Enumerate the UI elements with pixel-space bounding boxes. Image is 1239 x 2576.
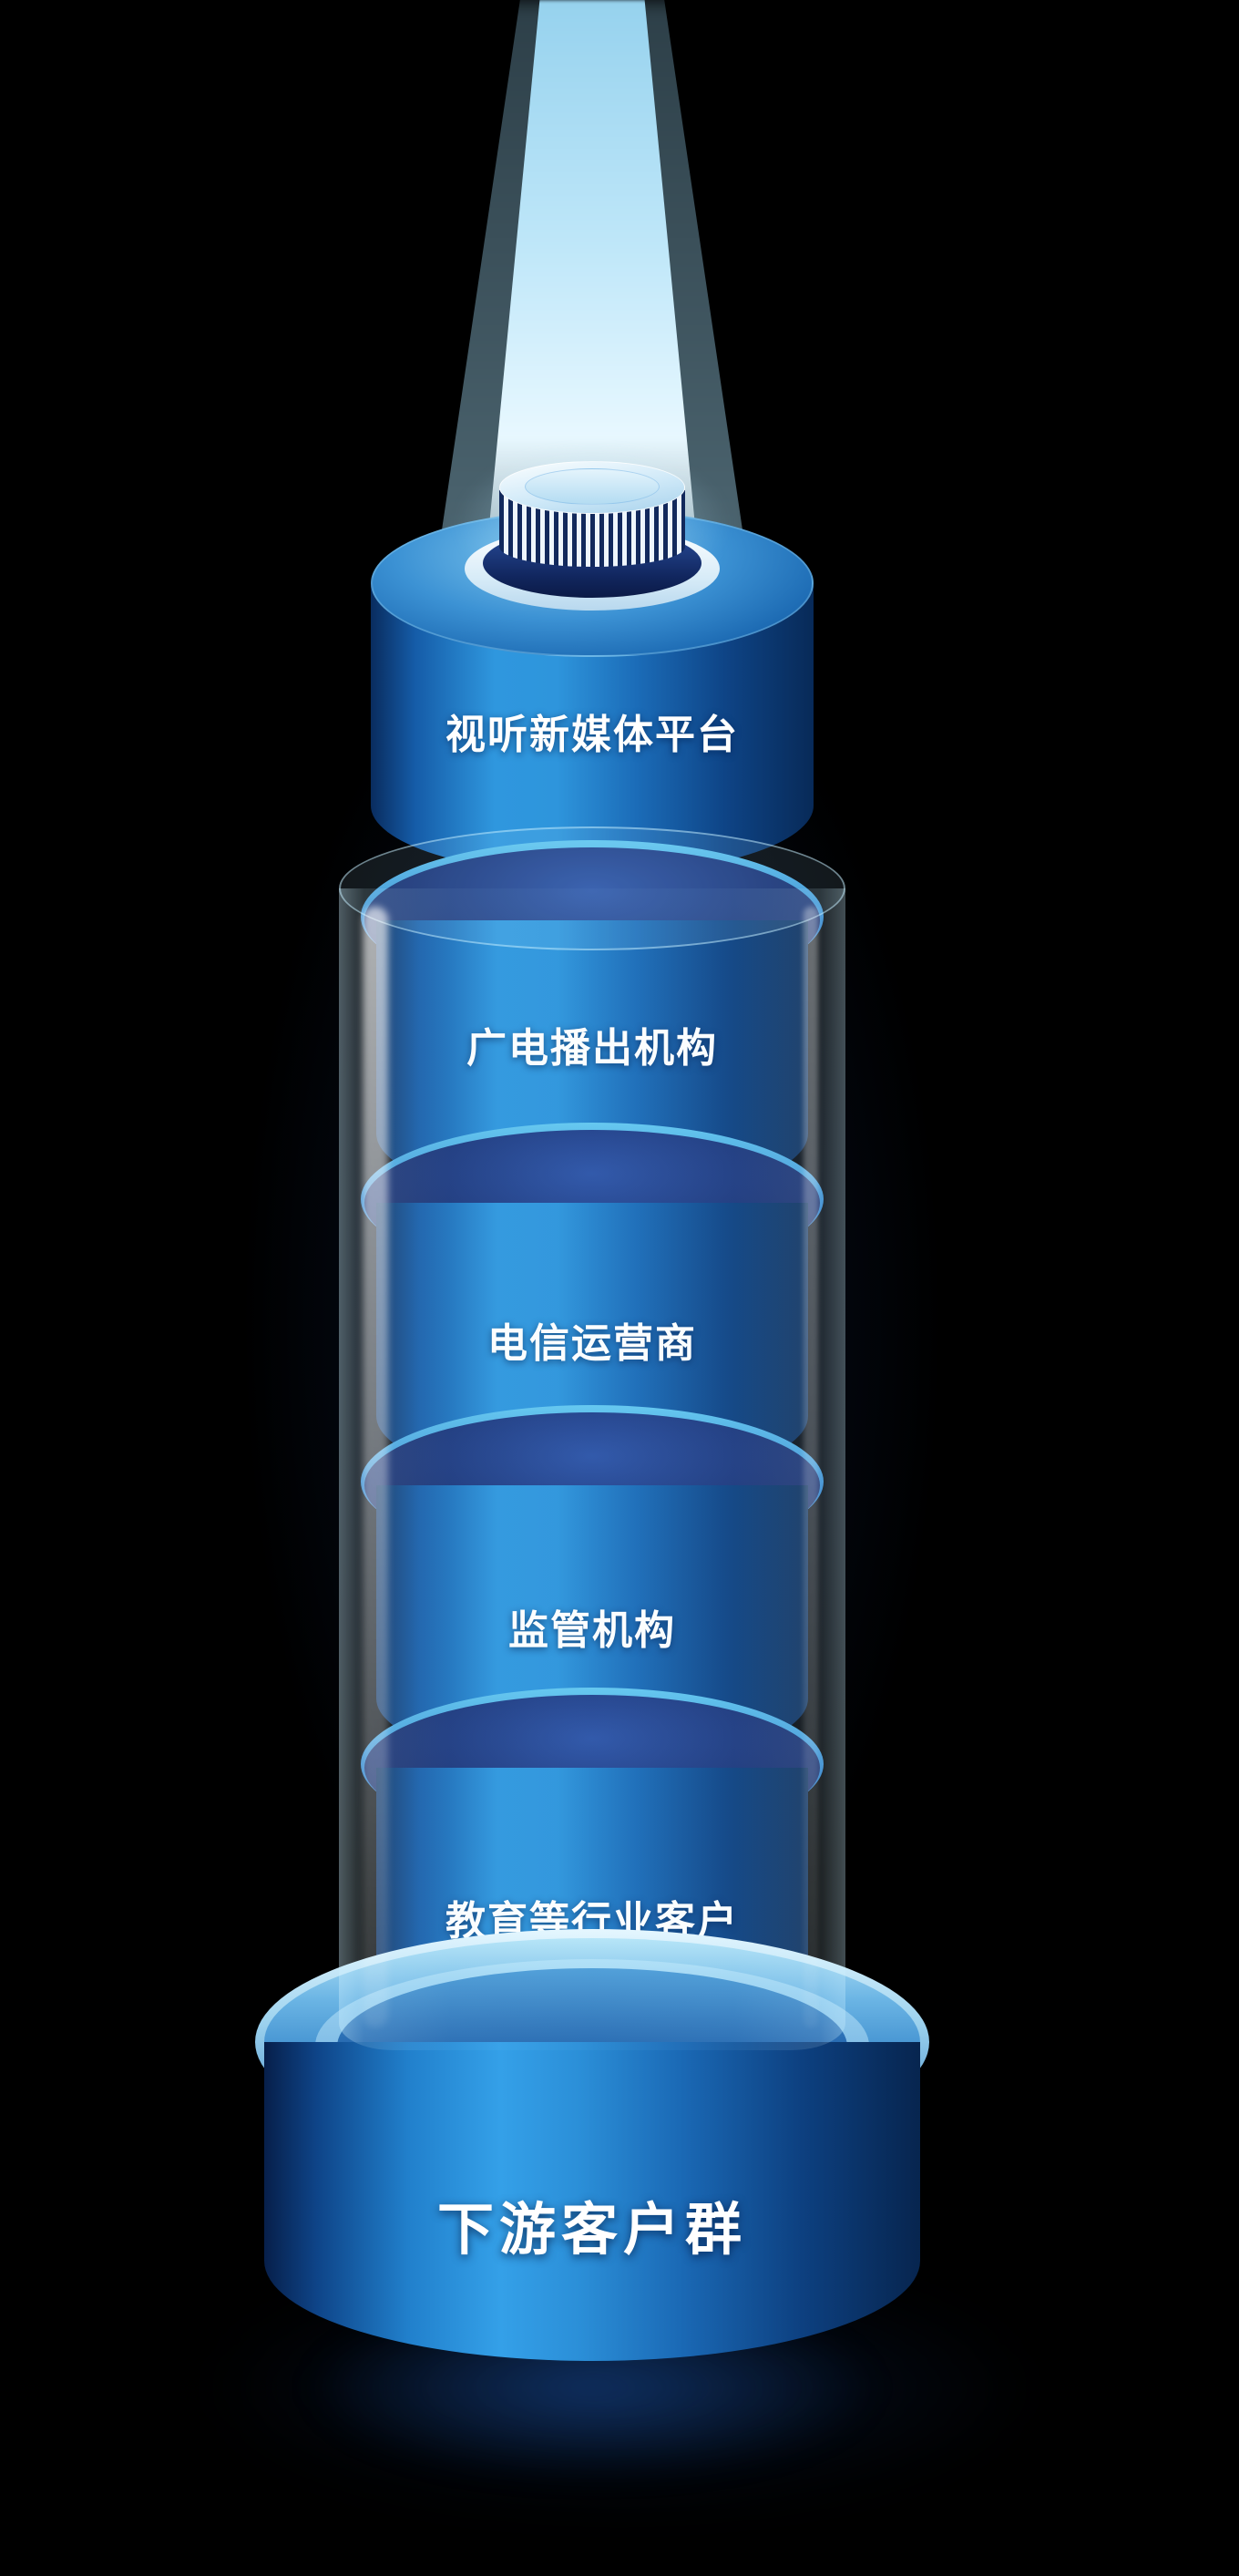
- glass-tube: [339, 888, 845, 2050]
- tube-highlight-left: [363, 907, 388, 2027]
- glass-tube-rim: [339, 826, 845, 950]
- segment-2-label: 广电播出机构: [374, 1026, 811, 1071]
- segment-3-label: 电信运营商: [374, 1321, 811, 1366]
- cap-top-inner-ring: [525, 468, 660, 505]
- segment-4-label: 监管机构: [374, 1608, 811, 1653]
- tube-highlight-right: [804, 907, 818, 2027]
- base-label: 下游客户群: [436, 2199, 747, 2262]
- base-body: [264, 2042, 920, 2361]
- segment-1-label: 视听新媒体平台: [445, 713, 739, 757]
